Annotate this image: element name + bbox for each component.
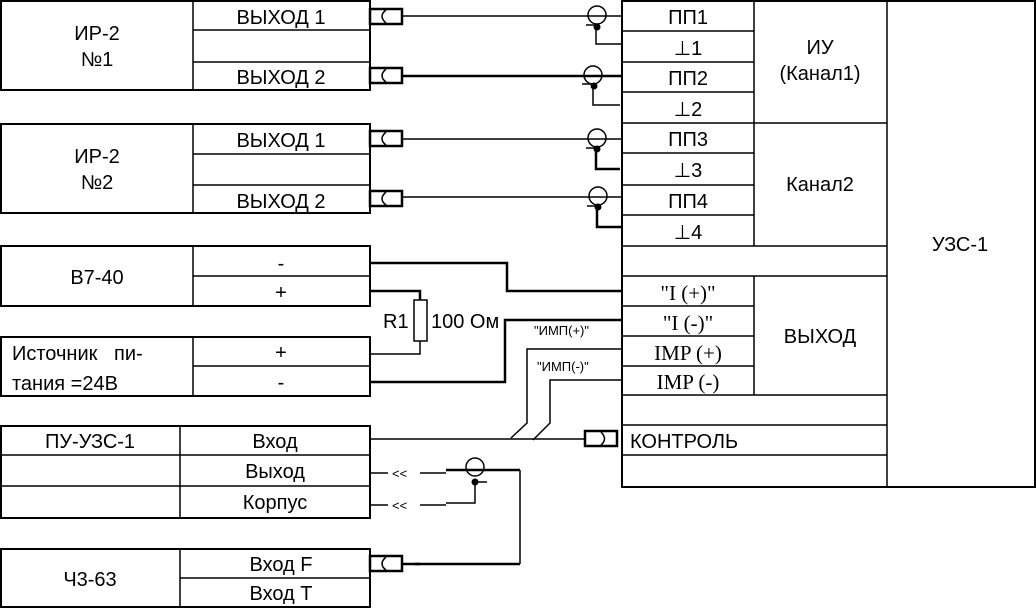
device-ir2-1: ИР-2 №1 ВЫХОД 1 ВЫХОД 2 [0, 0, 371, 91]
uzs1-output-label: ВЫХОД [784, 326, 857, 348]
coax-shield-icon [465, 457, 485, 477]
psu-name-line2: тания =24В [12, 373, 118, 395]
device-b7-40: В7-40 - + [0, 245, 371, 307]
coax-plug-icon [368, 189, 404, 208]
psu-port-minus: - [278, 372, 285, 394]
uzs1-port-i-minus: "I (-)" [663, 311, 713, 335]
device-uzs1: ПП1 ⊥1 ПП2 ⊥2 ПП3 ⊥3 ПП4 ⊥4 ИУ (Канал1) … [621, 0, 1036, 488]
plug-out-symbol: << [392, 466, 407, 481]
ir2-2-name: ИР-2 [74, 146, 120, 168]
coax-plug-icon [368, 129, 404, 148]
wire-label-imp-minus: "ИМП(-)" [537, 359, 589, 374]
uzs1-port-pp2: ПП2 [668, 68, 708, 90]
ch3-63-port-t: Вход T [249, 583, 312, 605]
uzs1-port-i-plus: "I (+)" [660, 281, 715, 305]
ir2-1-name: ИР-2 [74, 23, 120, 45]
pu-uzs1-port-input: Вход [252, 431, 298, 453]
uzs1-frame [621, 0, 1036, 488]
ir2-1-port-out2: ВЫХОД 2 [236, 67, 325, 89]
uzs1-port-pp4: ПП4 [668, 191, 708, 213]
uzs1-channel1-label-1: ИУ [806, 37, 833, 59]
b7-40-name: В7-40 [70, 267, 123, 289]
resistor-name: R1 [383, 311, 409, 333]
device-pu-uzs1: ПУ-УЗС-1 Вход Выход Корпус [0, 425, 371, 519]
b7-40-port-plus: + [275, 282, 287, 304]
ir2-2-port-out2: ВЫХОД 2 [236, 191, 325, 213]
device-ch3-63: Ч3-63 Вход F Вход T [0, 548, 371, 608]
coax-plug-icon [368, 66, 404, 85]
ir2-2-port-out1: ВЫХОД 1 [236, 130, 325, 152]
device-power-supply: Источник пи- тания =24В + - [0, 336, 371, 397]
uzs1-port-gnd3: ⊥3 [674, 160, 703, 182]
uzs1-port-imp-minus: IMP (-) [657, 370, 720, 394]
ir2-1-frame [0, 0, 371, 91]
plug-out-symbol-2: << [392, 498, 407, 513]
ir2-2-number: №2 [81, 172, 114, 194]
pu-uzs1-port-output: Выход [245, 461, 305, 483]
uzs1-control-label: КОНТРОЛЬ [630, 431, 738, 453]
pu-uzs1-frame [0, 425, 371, 519]
uzs1-port-gnd4: ⊥4 [674, 222, 703, 244]
uzs1-channel2-label: Канал2 [786, 174, 854, 196]
uzs1-port-pp3: ПП3 [668, 129, 708, 151]
psu-port-plus: + [275, 342, 287, 364]
ch3-63-name: Ч3-63 [63, 569, 116, 591]
b7-40-port-minus: - [278, 253, 285, 275]
pu-uzs1-port-case: Корпус [243, 492, 308, 514]
control-plug-icon [583, 429, 619, 448]
uzs1-channel1-label-2: (Канал1) [779, 63, 860, 85]
coax-wires [368, 5, 622, 229]
psu-name-line1: Источник пи- [12, 343, 143, 365]
coax-shield-icon [588, 186, 608, 206]
ch3-63-port-f: Вход F [249, 554, 312, 576]
coax-shield-icon [587, 128, 607, 148]
counter-wires: << << [368, 457, 521, 573]
uzs1-port-pp1: ПП1 [668, 7, 708, 29]
uzs1-port-gnd1: ⊥1 [674, 38, 703, 60]
ir2-1-number: №1 [81, 49, 114, 71]
uzs1-port-gnd2: ⊥2 [674, 99, 703, 121]
ir2-2-frame [0, 123, 371, 214]
ir2-1-port-out1: ВЫХОД 1 [236, 7, 325, 29]
resistor-value: 100 Ом [431, 311, 499, 333]
uzs1-port-imp-plus: IMP (+) [654, 341, 722, 365]
power-wires: R1 100 Ом "ИМП(+)" "ИМП(-)" [370, 261, 622, 448]
resistor-r1-icon [413, 299, 428, 342]
coax-plug-icon [368, 7, 404, 26]
device-ir2-2: ИР-2 №2 ВЫХОД 1 ВЫХОД 2 [0, 123, 371, 214]
pu-uzs1-name: ПУ-УЗС-1 [45, 431, 135, 453]
coax-shield-icon [587, 5, 607, 25]
uzs1-name: УЗС-1 [932, 234, 988, 256]
wire-label-imp-plus: "ИМП(+)" [534, 323, 589, 338]
coax-plug-icon [368, 554, 404, 573]
